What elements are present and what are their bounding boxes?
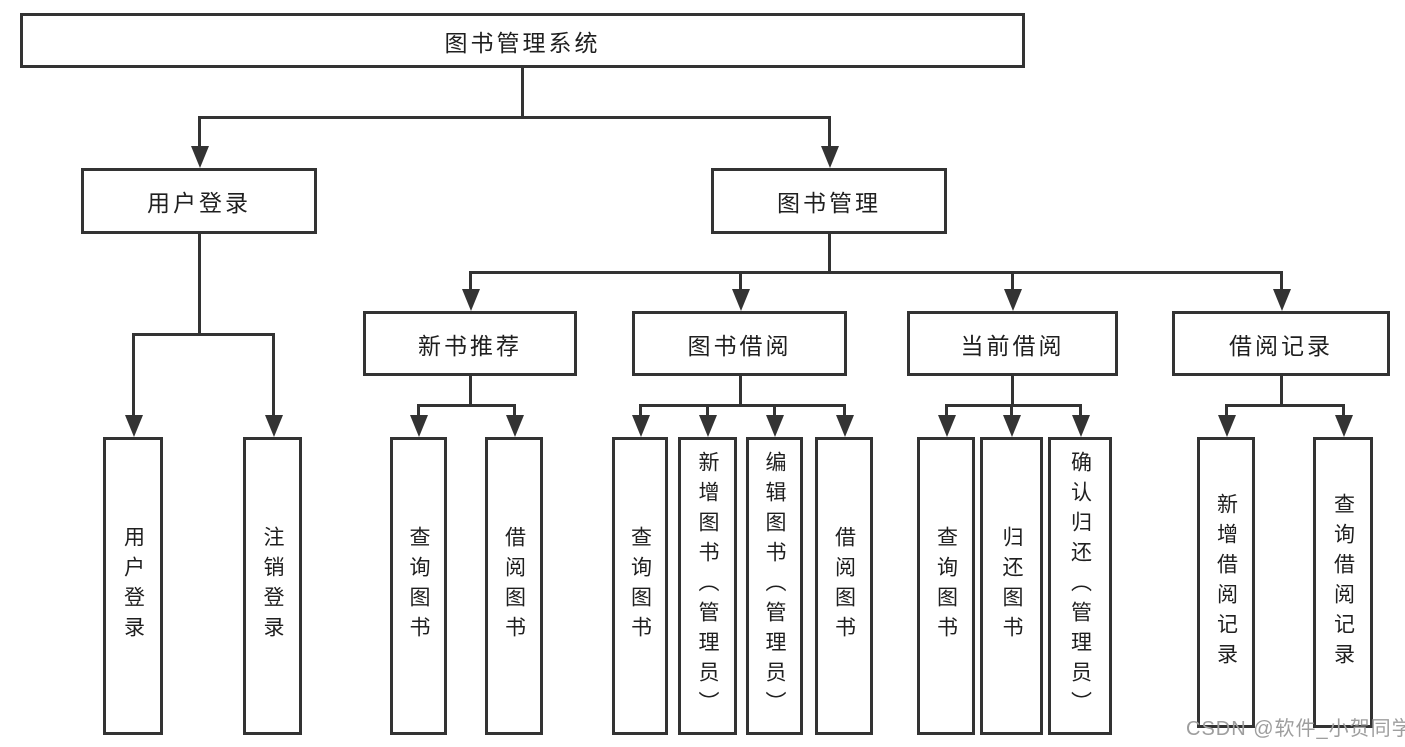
connector-borrow-records-bar [1225,404,1345,407]
connector-book-borrow-bar [639,404,846,407]
arrow-to-rec-query-book [409,404,428,437]
node-user-login-group: 用户登录 [81,168,317,234]
node-book-mgmt-label: 图书管理 [777,190,881,216]
leaf-rec-query-book-label: 查询图书 [407,526,430,646]
arrow-to-records-query-record [1334,404,1353,437]
leaf-borrow-edit-book: 编辑图书（管理员） [746,437,803,735]
node-user-login-group-label: 用户登录 [147,190,251,216]
leaf-current-return-book-label: 归还图书 [1000,526,1023,646]
leaf-current-confirm-return: 确认归还（管理员） [1048,437,1112,735]
leaf-borrow-query-book: 查询图书 [612,437,668,735]
connector-borrow-records-stem [1280,376,1283,406]
arrow-to-current-confirm-return [1071,404,1090,437]
arrow-to-borrow-borrow-book [835,404,854,437]
arrow-to-borrow-query-book [631,404,650,437]
connector-user-login-stem [198,234,201,335]
leaf-logout-label: 注销登录 [261,526,284,646]
connector-root-stem [521,68,524,118]
leaf-current-confirm-return-label: 确认归还（管理员） [1068,451,1092,721]
arrow-to-current-borrow [1003,271,1022,311]
leaf-records-query-record-label: 查询借阅记录 [1331,492,1355,673]
leaf-rec-query-book: 查询图书 [390,437,447,735]
leaf-logout: 注销登录 [243,437,302,735]
connector-user-login-bar [132,333,275,336]
arrow-to-user-login [190,116,209,168]
leaf-user-login-label: 用户登录 [121,526,145,646]
leaf-borrow-query-book-label: 查询图书 [628,526,652,646]
leaf-borrow-add-book-label: 新增图书（管理员） [696,451,719,721]
arrow-to-borrow-add-book [698,404,717,437]
connector-new-book-rec-bar [417,404,516,407]
arrow-to-current-query-book [937,404,956,437]
node-book-mgmt: 图书管理 [711,168,947,234]
leaf-current-query-book-label: 查询图书 [934,526,958,646]
arrow-to-borrow-edit-book [765,404,784,437]
connector-book-borrow-stem [739,376,742,406]
node-borrow-records-label: 借阅记录 [1229,332,1333,359]
arrow-to-leaf-logout [264,333,283,437]
node-book-borrow-label: 图书借阅 [687,332,792,359]
leaf-borrow-borrow-book: 借阅图书 [815,437,873,735]
node-current-borrow-label: 当前借阅 [960,332,1065,359]
arrow-to-book-mgmt [820,116,839,168]
node-root: 图书管理系统 [20,13,1025,68]
leaf-rec-borrow-book: 借阅图书 [485,437,543,735]
arrow-to-rec-borrow-book [505,404,524,437]
leaf-current-return-book: 归还图书 [980,437,1043,735]
connector-current-borrow-stem [1011,376,1014,406]
connector-new-book-rec-stem [469,375,472,406]
node-root-label: 图书管理系统 [444,29,601,56]
node-new-book-rec: 新书推荐 [363,311,577,376]
leaf-borrow-borrow-book-label: 借阅图书 [832,526,856,646]
connector-root-bar [198,116,830,119]
node-borrow-records: 借阅记录 [1172,311,1390,376]
connector-book-mgmt-bar [469,271,1282,274]
leaf-borrow-add-book: 新增图书（管理员） [678,437,737,735]
arrow-to-current-return-book [1002,404,1021,437]
leaf-user-login: 用户登录 [103,437,163,735]
node-book-borrow: 图书借阅 [632,311,847,376]
leaf-borrow-edit-book-label: 编辑图书（管理员） [763,451,786,721]
leaf-records-query-record: 查询借阅记录 [1313,437,1373,728]
arrow-to-records-add-record [1217,404,1236,437]
arrow-to-leaf-user-login [124,333,143,437]
arrow-to-borrow-records [1272,271,1291,311]
node-current-borrow: 当前借阅 [907,311,1118,376]
connector-current-borrow-bar [945,404,1082,407]
leaf-records-add-record-label: 新增借阅记录 [1214,492,1238,673]
node-new-book-rec-label: 新书推荐 [418,332,522,359]
connector-book-mgmt-stem [828,234,831,274]
arrow-to-book-borrow [731,271,750,311]
csdn-watermark: CSDN @软件_小贺同学 [1186,718,1405,740]
leaf-rec-borrow-book-label: 借阅图书 [502,526,526,646]
leaf-current-query-book: 查询图书 [917,437,975,735]
arrow-to-new-book-rec [461,271,480,311]
leaf-records-add-record: 新增借阅记录 [1197,437,1255,728]
